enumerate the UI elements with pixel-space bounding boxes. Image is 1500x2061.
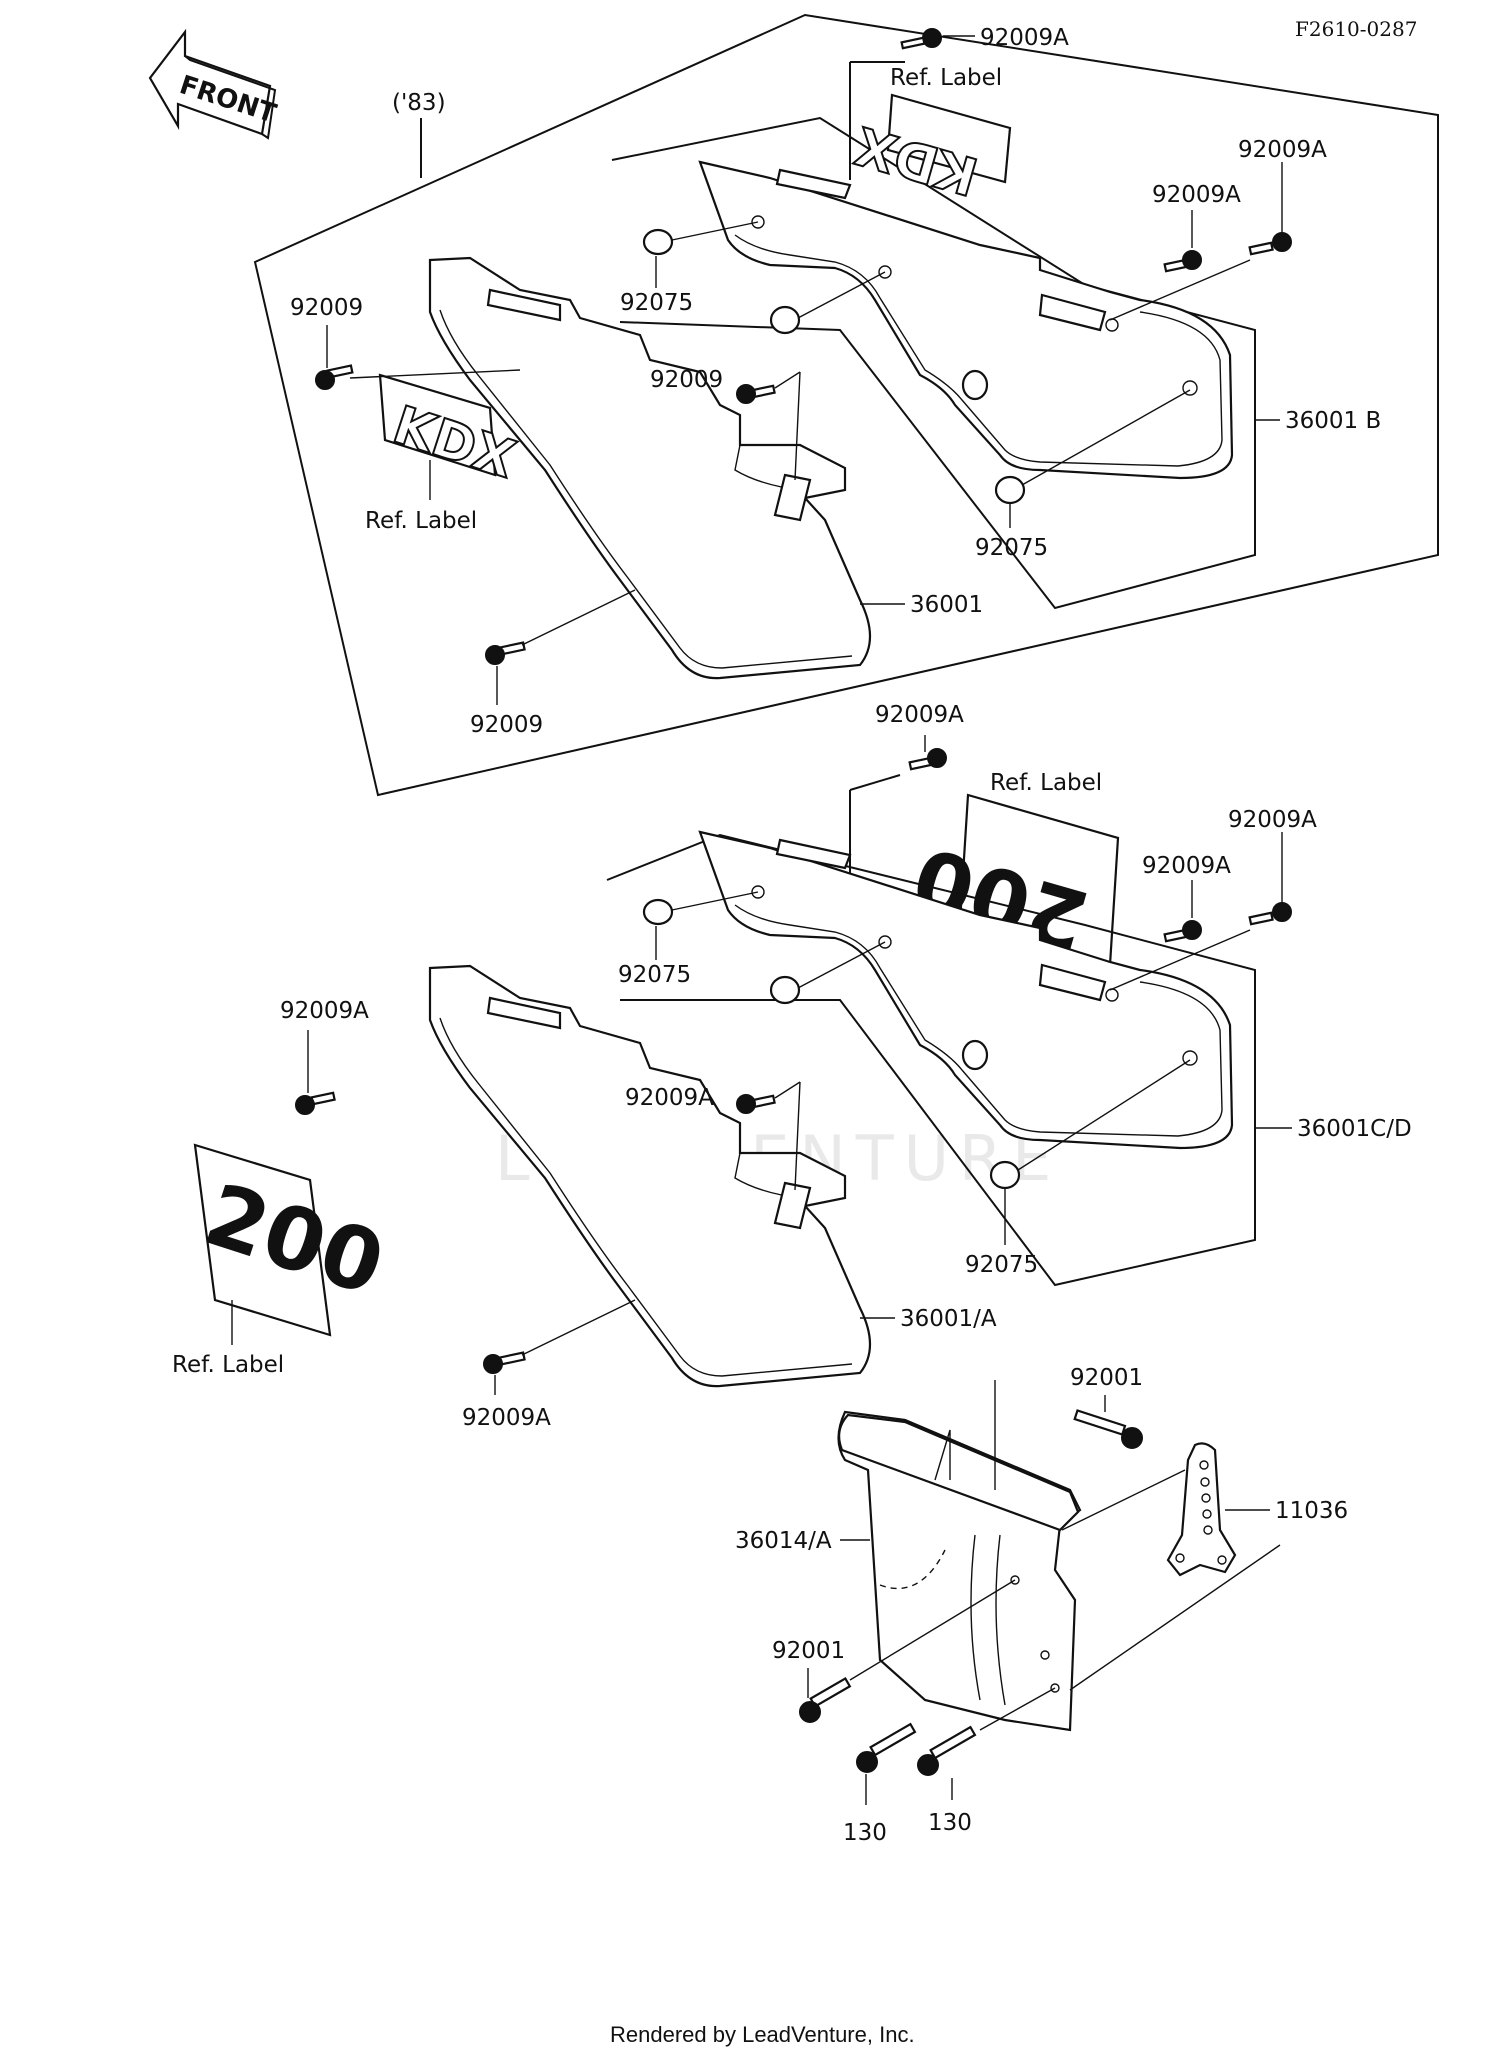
callout-36001: 36001 bbox=[910, 592, 983, 618]
callout-92009a-bottom-lower: 92009A bbox=[462, 1405, 551, 1431]
grommet-92075-upper-a bbox=[642, 221, 759, 256]
bolt-130-left bbox=[856, 1722, 917, 1773]
grommet-92075-lower-c bbox=[989, 1059, 1191, 1190]
bolt-92009-mid bbox=[736, 384, 776, 404]
leader-92009a-mid-lower bbox=[774, 1081, 801, 1099]
callout-92075-upper-a: 92075 bbox=[620, 290, 693, 316]
bolt-92001-top bbox=[1073, 1409, 1143, 1449]
leader-bolt-cover-lower bbox=[1109, 929, 1251, 991]
frame-right-cover-83 bbox=[611, 116, 1256, 610]
grommet-92075-lower-a bbox=[642, 891, 759, 926]
bolt-92009-bottom bbox=[485, 641, 526, 665]
leader-92009a-mid-lower-2 bbox=[794, 1081, 801, 1191]
callout-36001cd: 36001C/D bbox=[1297, 1116, 1412, 1142]
callout-92009a-top: 92009A bbox=[980, 25, 1069, 51]
left-side-cover-lower bbox=[428, 964, 871, 1388]
leader-92009-mid-2 bbox=[794, 371, 801, 481]
bracket-11036 bbox=[1166, 1442, 1237, 1577]
callout-92009a-right-b: 92009A bbox=[1238, 137, 1327, 163]
leader-ref-label-lower-2 bbox=[849, 774, 901, 791]
side-cover-36014a bbox=[837, 1410, 1082, 1732]
callout-92009-bottom: 92009 bbox=[470, 712, 543, 738]
callout-130-left: 130 bbox=[843, 1820, 887, 1846]
callout-92009a-lower-right-b: 92009A bbox=[1228, 807, 1317, 833]
group-frame-83 bbox=[253, 13, 1439, 797]
bolt-92009a-left bbox=[295, 1091, 336, 1115]
callout-ref-label-upper: Ref. Label bbox=[890, 65, 1002, 91]
callout-ref-label-83: Ref. Label bbox=[365, 508, 477, 534]
leader-92009-mid bbox=[774, 371, 801, 389]
bolt-92009a-mid-lower bbox=[736, 1094, 776, 1114]
kdx-decal-upper: KDX bbox=[848, 93, 1012, 207]
callout-92009a-lower-right-a: 92009A bbox=[1142, 853, 1231, 879]
right-side-cover-83 bbox=[698, 160, 1234, 480]
front-arrow-icon: FRONT bbox=[148, 28, 280, 140]
callout-ref-label-lower: Ref. Label bbox=[990, 770, 1102, 796]
decal-200-lower: 200 bbox=[194, 1143, 395, 1337]
callout-92009a-mid-lower: 92009A bbox=[625, 1085, 714, 1111]
bolt-92009a-bottom-lower bbox=[483, 1351, 526, 1374]
callout-36001b: 36001 B bbox=[1285, 408, 1381, 434]
callout-92075-lower-c: 92075 bbox=[965, 1252, 1038, 1278]
bolt-92009a-lower-top bbox=[908, 748, 947, 771]
callout-92009a-left: 92009A bbox=[280, 998, 369, 1024]
bolt-92001-lower bbox=[799, 1677, 852, 1723]
diagram-code: F2610-0287 bbox=[1295, 17, 1417, 41]
bolt-92009a-lower-right-b bbox=[1248, 902, 1292, 926]
leader-92009-bottom bbox=[521, 589, 636, 646]
footer-credit: Rendered by LeadVenture, Inc. bbox=[610, 2022, 915, 2047]
callout-36001a: 36001/A bbox=[900, 1306, 997, 1332]
bolt-92009a-top bbox=[900, 28, 942, 50]
callout-92009a-right-a: 92009A bbox=[1152, 182, 1241, 208]
bolt-92009-left bbox=[315, 364, 354, 390]
year-note: ('83) bbox=[392, 90, 446, 116]
grommet-92075-upper-c bbox=[994, 389, 1191, 505]
callout-36014a: 36014/A bbox=[735, 1528, 832, 1554]
callout-92009a-lower-top: 92009A bbox=[875, 702, 964, 728]
bolt-130-right bbox=[917, 1725, 977, 1776]
callout-11036: 11036 bbox=[1275, 1498, 1348, 1524]
left-side-cover-83 bbox=[428, 256, 871, 680]
callout-130-right: 130 bbox=[928, 1810, 972, 1836]
leader-92001-lower bbox=[849, 1579, 1016, 1681]
leader-bolt-cover-upper bbox=[1109, 259, 1251, 321]
leader-92009-left-2 bbox=[349, 369, 521, 379]
callout-92001-top: 92001 bbox=[1070, 1365, 1143, 1391]
leader-130-right-2 bbox=[979, 1687, 1056, 1731]
bolt-92009a-right-b bbox=[1248, 232, 1292, 256]
grommet-92075-upper-b bbox=[769, 271, 886, 335]
bolt-92009a-right-a bbox=[1163, 250, 1202, 273]
callout-ref-label-left: Ref. Label bbox=[172, 1352, 284, 1378]
right-side-cover-lower bbox=[698, 830, 1234, 1150]
bolt-92009a-lower-right-a bbox=[1163, 920, 1202, 943]
leader-bracket-bottom bbox=[1069, 1544, 1281, 1691]
leader-92009a-bottom-lower bbox=[521, 1299, 636, 1356]
leader-bracket-to-cover bbox=[1061, 1469, 1186, 1531]
grommet-92075-lower-b bbox=[769, 941, 886, 1005]
callout-92009-left: 92009 bbox=[290, 295, 363, 321]
callout-92001-lower: 92001 bbox=[772, 1638, 845, 1664]
callout-92075-lower-a: 92075 bbox=[618, 962, 691, 988]
callout-92075-upper-c: 92075 bbox=[975, 535, 1048, 561]
callout-92009-mid: 92009 bbox=[650, 367, 723, 393]
